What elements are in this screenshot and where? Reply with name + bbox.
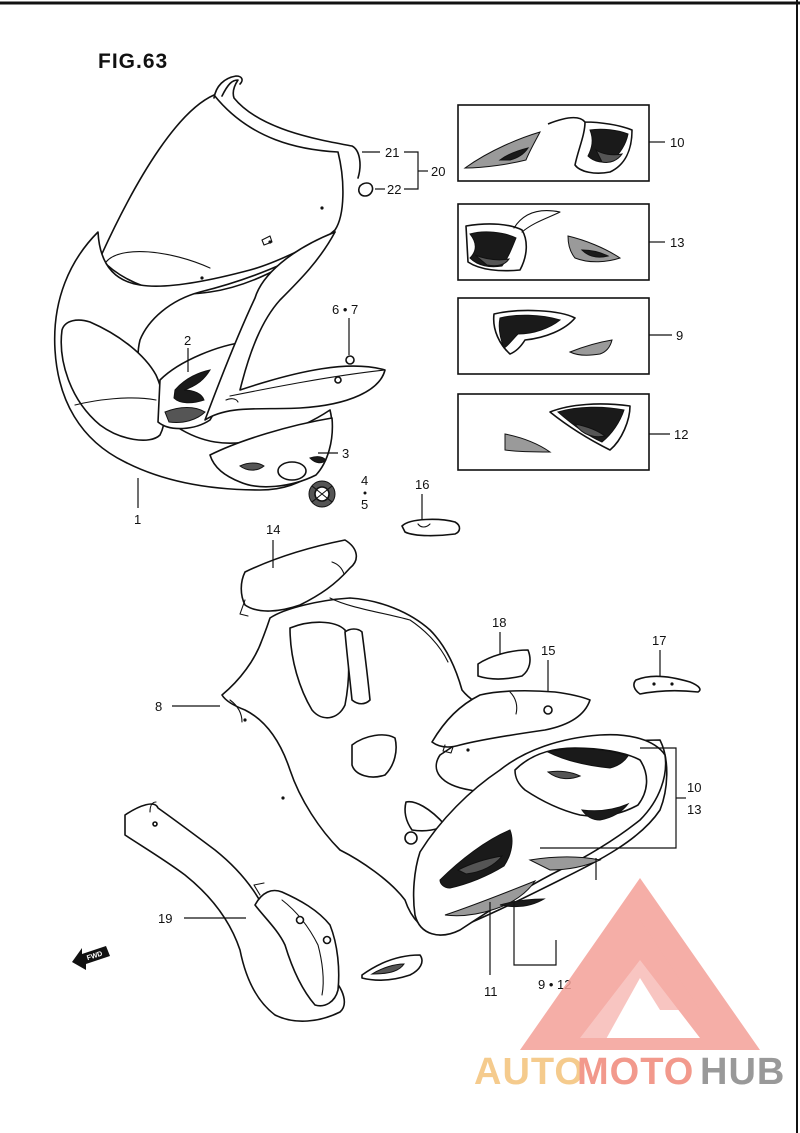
callout-10: 10: [670, 135, 684, 150]
callout-1: 1: [134, 512, 141, 527]
decal-box-9: [457, 297, 650, 375]
callout-21: 21: [385, 145, 399, 160]
decal-box-12: [457, 393, 650, 471]
callout-16: 16: [415, 477, 429, 492]
watermark-triangle-icon: [520, 878, 760, 1050]
stay-11: [361, 954, 423, 981]
callout-8: 8: [155, 699, 162, 714]
fwd-label: FWD: [86, 951, 103, 963]
part-14: [239, 539, 358, 617]
side-cover: [412, 733, 667, 936]
callout-17: 17: [652, 633, 666, 648]
decal-box-13: [457, 203, 650, 281]
callout-19: 19: [158, 911, 172, 926]
callout-10-lower: 10: [687, 780, 701, 795]
fwd-arrow-icon: [72, 946, 110, 970]
callout-2: 2: [184, 333, 191, 348]
callout-11: 11: [484, 984, 498, 999]
upper-cowling: [53, 231, 336, 491]
callouts: 21 22 20 10 13 9 12 2 6 • 7 3 4 5 1 16 1…: [134, 135, 701, 999]
figure-title: FIG.63: [98, 50, 168, 73]
watermark: AUTO MOTO HUB: [474, 878, 785, 1093]
callout-12: 12: [674, 427, 688, 442]
part-15: [431, 689, 591, 754]
callout-5: 5: [361, 497, 368, 512]
callout-13-lower: 13: [687, 802, 701, 817]
callout-9: 9: [676, 328, 683, 343]
callout-20: 20: [431, 164, 445, 179]
leader-lines: [137, 141, 686, 975]
callout-13: 13: [670, 235, 684, 250]
decal-box-10: [457, 104, 650, 182]
clip-22: [358, 182, 374, 197]
callout-22: 22: [387, 182, 401, 197]
under-cowl: [124, 801, 346, 1022]
inner-panel: [204, 231, 386, 421]
callout-15: 15: [541, 643, 555, 658]
callout-14: 14: [266, 522, 280, 537]
watermark-moto: MOTO: [577, 1051, 694, 1093]
callout-4: 4: [361, 473, 368, 488]
watermark-hub: HUB: [700, 1051, 785, 1093]
grommet: [308, 480, 336, 508]
part-18: [477, 649, 531, 680]
callout-18: 18: [492, 615, 506, 630]
callout-6-7: 6 • 7: [332, 302, 358, 317]
fwd-arrow: FWD: [72, 946, 110, 970]
watermark-auto: AUTO: [474, 1051, 585, 1093]
windscreen: [99, 94, 344, 295]
callout-3: 3: [342, 446, 349, 461]
part-17: [633, 675, 701, 695]
windscreen-trim: [213, 75, 361, 179]
part-16: [401, 518, 461, 537]
